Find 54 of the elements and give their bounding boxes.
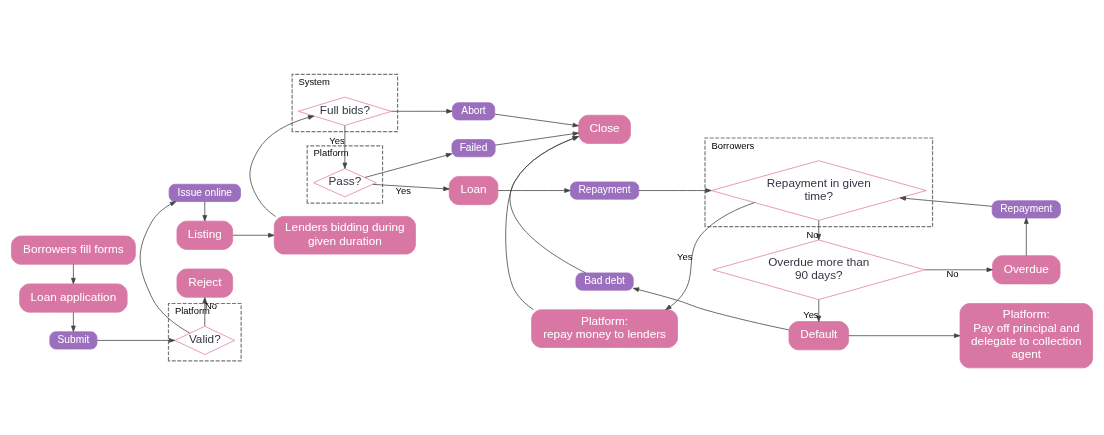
arrow [372,183,450,191]
node-box: Repayment [991,199,1061,218]
node-box: Listing [176,220,234,250]
node-box: Overdue [992,254,1061,284]
arrow [816,298,822,322]
node-diamond: Valid? [174,325,236,355]
node-box: Bad debt [575,272,634,291]
node-box: Repayment [570,181,640,200]
edge-label: Yes [803,308,819,320]
edge-label: No [946,267,959,279]
node-box: Submit [49,330,98,349]
arrow [638,187,712,193]
node-box: Loan [448,175,499,205]
node-box: Abort [451,101,496,120]
arrow [1024,217,1029,256]
arrow [232,232,275,238]
edge-label: Yes [395,184,411,196]
node-box: Close [578,114,631,144]
node-box: Loan application [19,283,128,313]
arrow [899,195,993,207]
arrow [249,114,315,217]
node-diamond: Full bids? [297,96,392,126]
node-box: Failed [451,138,496,157]
arrow [96,337,176,343]
arrow [509,135,586,273]
node-diamond: Overdue more than 90 days? [712,239,926,300]
edge-label: Yes [677,250,693,262]
node-box: Reject [176,268,234,298]
node-box: Borrowers fill forms [11,235,136,265]
arrow [494,131,579,146]
arrow [848,332,961,338]
node-box: Lenders bidding during given duration [273,215,416,254]
arrow [71,311,76,332]
arrow [494,113,579,127]
node-box: Default [788,320,849,350]
node-box: Platform: repay money to lenders [531,308,678,348]
edge-label: No [806,228,819,240]
node-box: Issue online [168,183,241,202]
node-diamond: Pass? [313,167,377,197]
arrow [139,200,191,333]
arrow [364,152,453,178]
edge-label: Yes [329,134,345,146]
arrow [202,296,208,326]
arrow [665,201,756,310]
arrow [71,263,76,284]
arrow [391,108,453,114]
arrow [924,266,993,272]
node-diamond: Repayment in given time? [710,159,927,221]
arrow [505,135,579,310]
arrow [342,124,348,169]
arrow [632,286,790,330]
arrow [497,187,571,193]
arrow [202,200,208,221]
node-box: Platform: Pay off principal and delegate to collection agent [959,302,1093,368]
